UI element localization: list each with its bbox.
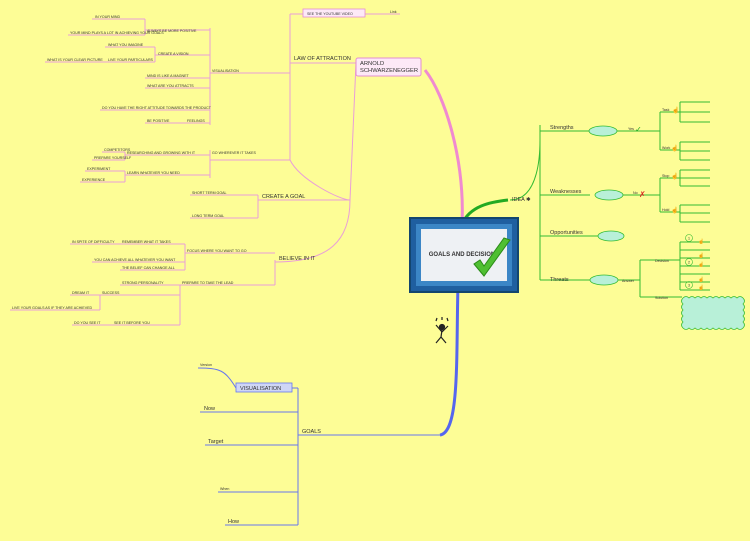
target-label: Target: [208, 439, 224, 445]
believe-item: PREPARE TO TAKE THE LEAD: [182, 281, 234, 285]
center-node[interactable]: GOALS AND DECISIONS: [409, 217, 519, 293]
hand-icon: ☝: [698, 238, 704, 245]
now-label: Now: [204, 406, 215, 412]
law-note: YOUR MIND PLAYS A LOT IN ACHIEVING YOUR …: [70, 31, 164, 35]
hand-icon: ☝: [671, 206, 678, 214]
stick-figure-icon: [435, 317, 449, 344]
link-label[interactable]: Link: [390, 10, 397, 14]
believe-note: DREAM IT: [72, 291, 90, 295]
visualisation-label: VISUALISATION: [240, 386, 281, 392]
strengths-node[interactable]: [588, 125, 618, 137]
create-goal-label: CREATE A GOAL: [262, 194, 305, 200]
strategy-item: COMPETITORS: [104, 148, 131, 152]
strategy-item: EXPERIMENT: [87, 167, 111, 171]
number-label: 2: [688, 261, 690, 265]
goal-item: SHORT TERM GOAL: [192, 191, 227, 195]
branch-arnold: [423, 69, 464, 225]
law-note: DO YOU HAVE THE RIGHT ATTITUDE TOWARDS T…: [102, 106, 212, 110]
believe-note: IN SPITE OF DIFFICULTY: [72, 240, 115, 244]
hand-icon: ☝: [671, 144, 678, 152]
goals-label: GOALS: [302, 429, 321, 435]
how-label: How: [228, 519, 239, 525]
number-label: 3: [688, 284, 690, 288]
law-item: ALWAYS BE MORE POSITIVE: [147, 29, 197, 33]
idea-label: IDEA: [512, 197, 525, 203]
hand-icon: ☝: [698, 284, 704, 291]
believe-item: SUCCESS: [102, 291, 120, 295]
law-item: IN YOUR MIND: [95, 15, 120, 19]
law-of-attraction-tree: [10, 13, 400, 326]
task-label: Task: [662, 108, 670, 112]
hold-label: Hold: [662, 208, 669, 212]
swot-tree: [509, 101, 710, 298]
law-item: WHAT YOU IMAGINE: [108, 43, 144, 47]
decision-label: Decision: [655, 259, 669, 263]
visualisation-top-label: VISUALISATION: [212, 69, 239, 73]
bulb-icon: ✱: [526, 196, 531, 203]
checkmark-icon: [473, 237, 511, 277]
threats-node[interactable]: [589, 274, 619, 286]
law-item: MIND IS LIKE A MAGNET: [147, 74, 190, 78]
believe-item: REMEMBER WHAT IT TAKES: [122, 240, 171, 244]
believe-note: DO YOU SEE IT: [74, 321, 101, 325]
number-badge: [685, 281, 693, 289]
branch-goals: [439, 284, 460, 437]
law-item: BE POSITIVE: [147, 119, 170, 123]
opportunities-label: Opportunities: [550, 230, 583, 236]
goals-tree: [197, 367, 440, 526]
number-label: 1: [688, 237, 690, 241]
strategy-item: EXPERIENCE: [82, 178, 106, 182]
stop-label: Stop: [662, 174, 669, 178]
strategy-item: LEARN WHATEVER YOU NEED: [127, 171, 180, 175]
center-title: GOALS AND DECISIONS: [429, 252, 499, 258]
strategy-label: GO WHEREVER IT TAKES: [212, 151, 257, 155]
tick-icon: ✓: [635, 125, 642, 134]
hand-icon: ☝: [698, 252, 704, 259]
law-item: CREATE A VISION: [158, 52, 189, 56]
law-of-attraction-label: LAW OF ATTRACTION: [294, 56, 351, 62]
law-item: LIVE YOUR PARTICULARS: [108, 58, 154, 62]
believe-label: BELIEVE IN IT: [279, 256, 316, 262]
hand-icon: ☝: [672, 106, 679, 114]
believe-item: THE BELIEF CAN CHANGE ALL: [122, 266, 175, 270]
solution-label: Solution: [655, 296, 668, 300]
work-label: Work: [662, 146, 671, 150]
goal-item: LONG TERM GOAL: [192, 214, 224, 218]
believe-item: YOU CAN ACHIEVE ALL WHATEVER YOU WANT: [94, 258, 176, 262]
when-label: When: [220, 487, 229, 491]
strategy-item: PREPARE YOURSELF: [94, 156, 132, 160]
youtube-label[interactable]: SEE THE YOUTUBE VIDEO: [307, 12, 353, 16]
hand-icon: ☝: [698, 276, 704, 283]
arnold-node[interactable]: ARNOLD SCHWARZENEGGER: [355, 57, 422, 77]
arnold-line2: SCHWARZENEGGER: [360, 68, 418, 74]
answer-label: Answer: [622, 279, 635, 283]
threats-label: Threats: [550, 277, 569, 283]
solution-cloud[interactable]: [681, 296, 745, 330]
weaknesses-label: Weaknesses: [550, 189, 582, 195]
hand-icon: ☝: [698, 261, 704, 268]
opportunities-node[interactable]: [597, 230, 625, 242]
law-item: WHAT ARE YOU ATTRACTS: [147, 84, 194, 88]
yes-label: Yes: [628, 127, 634, 131]
hand-icon: ☝: [671, 172, 678, 180]
law-item: FEELINGS: [187, 119, 205, 123]
strengths-label: Strengths: [550, 125, 574, 131]
strategy-item: RESEARCHING AND GROWING WITH IT: [127, 151, 196, 155]
number-badge: [685, 258, 693, 266]
version-label: Version: [200, 363, 212, 367]
cross-icon: ✗: [639, 190, 646, 199]
law-note: WHAT IS YOUR CLEAR PICTURE: [47, 58, 103, 62]
arnold-line1: ARNOLD: [360, 61, 384, 67]
no-label: No: [633, 191, 638, 195]
believe-note: LIVE YOUR GOALS AS IF THEY ARE ACHIEVED: [12, 306, 92, 310]
number-badge: [685, 234, 693, 242]
believe-item: FOCUS WHERE YOU WANT TO GO: [187, 249, 247, 253]
believe-item: STRONG PERSONALITY: [122, 281, 164, 285]
believe-item: SEE IT BEFORE YOU: [114, 321, 150, 325]
visualisation-node[interactable]: [235, 382, 293, 393]
youtube-box[interactable]: [302, 8, 366, 18]
weaknesses-node[interactable]: [594, 189, 624, 201]
